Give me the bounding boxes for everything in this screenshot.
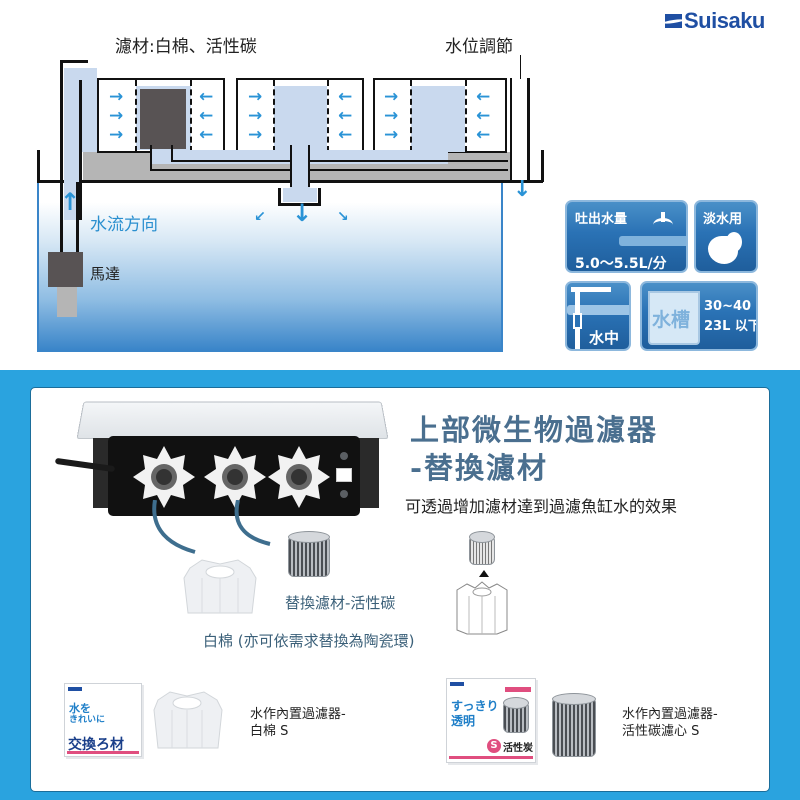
product-name-cotton: 水作內置過濾器- 白棉 S	[250, 706, 346, 740]
wave-logo-icon	[665, 14, 682, 28]
package-text: 透明	[451, 714, 476, 728]
carbon-product-package: すっきり 透明 S 活性炭	[446, 678, 536, 763]
product-name-line: 水作內置過濾器-	[250, 707, 346, 722]
carbon-cartridge-photo	[288, 531, 330, 577]
carbon-caption: 替換濾材-活性碳	[285, 594, 396, 612]
air-tubes	[152, 500, 271, 554]
water-level-label: 水位調節	[445, 37, 513, 57]
package-text: 活性炭	[503, 743, 533, 754]
package-text: きれいに	[69, 715, 106, 725]
flow-rate-title: 吐出水量	[575, 212, 628, 227]
spec-submersible: 水中	[565, 281, 631, 351]
pump-icon	[571, 287, 611, 292]
tank-title: 水槽	[652, 309, 691, 331]
cotton-media-block	[274, 86, 327, 152]
fish-icon	[726, 232, 742, 252]
package-text: 交換ろ材	[68, 737, 124, 753]
flow-direction-label: 水流方向	[90, 215, 158, 235]
cotton-media-photo	[183, 559, 257, 614]
flow-rate-value: 5.0〜5.5L/分	[575, 256, 667, 272]
tank-size-value: 30~40 ㎝	[704, 299, 756, 314]
carbon-product-photo	[552, 693, 596, 757]
pump-intake	[57, 287, 77, 317]
freshwater-title: 淡水用	[703, 212, 743, 227]
flow-arrows-right: →→→	[384, 87, 399, 145]
pump-motor	[48, 252, 83, 287]
product-name-line: 白棉 S	[250, 724, 289, 739]
arrow-up-icon	[479, 570, 489, 577]
spec-freshwater: 淡水用	[694, 200, 758, 273]
spray-arrow-right: ↘	[337, 209, 349, 225]
flow-arrows-left: ←←←	[476, 87, 491, 145]
product-name-line: 活性碳濾心 S	[622, 724, 700, 739]
section-title-line2: -替換濾材	[410, 451, 549, 485]
filter-lid	[76, 401, 389, 440]
brand-name: Suisaku	[684, 8, 765, 33]
spray-outlet	[283, 188, 317, 202]
cotton-filter-star	[204, 446, 266, 508]
spec-flow-rate: 吐出水量 5.0〜5.5L/分	[565, 200, 688, 273]
pump-icon	[573, 313, 582, 329]
product-name-line: 水作內置過濾器-	[622, 707, 718, 722]
cotton-product-package: 水を きれいに 交換ろ材	[64, 683, 142, 757]
media-label: 濾材:白棉、活性碳	[115, 37, 257, 57]
package-text: すっきり	[451, 699, 499, 713]
carbon-media-block	[140, 89, 186, 149]
cotton-product-photo	[153, 691, 223, 749]
flow-arrows-right: →→→	[248, 87, 263, 145]
brand-logo: Suisaku	[665, 8, 765, 33]
flow-arrows-right: →→→	[109, 87, 124, 145]
flow-arrows-left: ←←←	[199, 87, 214, 145]
spray-arrow-left: ↙	[254, 209, 266, 225]
product-name-carbon: 水作內置過濾器- 活性碳濾心 S	[622, 706, 718, 740]
section-subtitle: 可透過增加濾材達到過濾魚缸水的效果	[405, 497, 678, 516]
cotton-filter-star	[268, 446, 330, 508]
aquarium-tank	[37, 182, 503, 352]
water-level-arrow: ↓	[513, 177, 532, 202]
pump-flow-arrow: ↑	[60, 188, 81, 216]
cotton-media-block	[411, 86, 465, 152]
package-text: 水を	[69, 702, 91, 715]
spray-arrow-center: ↓	[292, 199, 313, 227]
flow-arrows-left: ←←←	[338, 87, 353, 145]
section-title-line1: 上部微生物過濾器	[410, 413, 659, 447]
tank-volume-value: 23L 以下	[704, 319, 758, 334]
cotton-filter-star	[133, 446, 195, 508]
tank-icon	[648, 291, 700, 345]
shower-head-icon	[661, 212, 665, 222]
submersible-title: 水中	[589, 329, 620, 347]
motor-label: 馬達	[90, 265, 121, 283]
cotton-caption: 白棉 (亦可依需求替換為陶瓷環)	[203, 632, 415, 650]
spec-tank-size: 水槽 30~40 ㎝ 23L 以下	[640, 281, 758, 351]
